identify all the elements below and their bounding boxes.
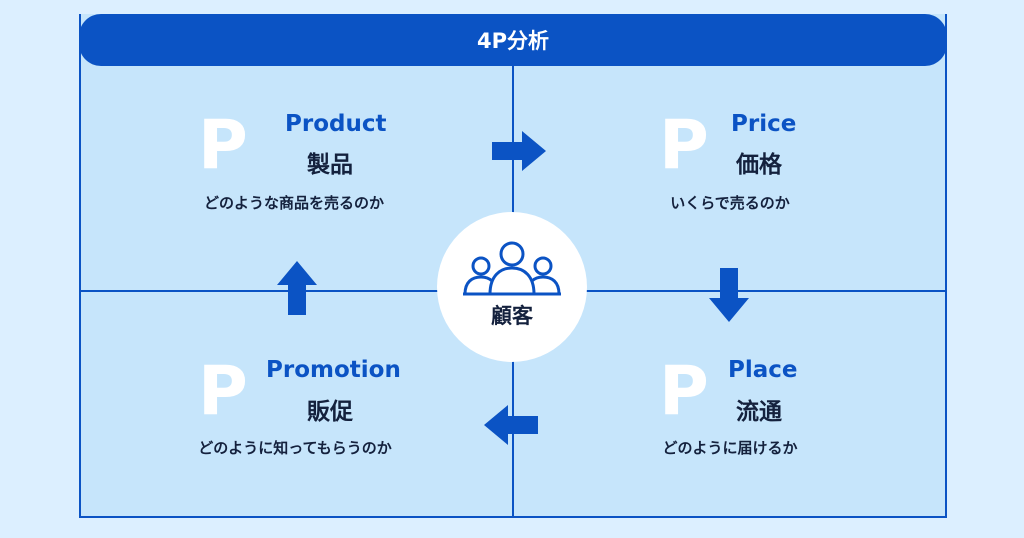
place-description: どのように届けるか (662, 439, 798, 457)
place-english-label: Place (728, 357, 798, 383)
promotion-english-label: Promotion (266, 357, 401, 383)
people-icon (463, 241, 561, 296)
place-japanese-label: 流通 (736, 399, 782, 425)
customer-circle (437, 212, 587, 362)
product-english-label: Product (285, 111, 387, 137)
arrow-left-icon (484, 405, 538, 445)
price-description: いくらで売るのか (670, 194, 790, 212)
promotion-letter: P (198, 352, 248, 431)
product-letter: P (198, 106, 248, 185)
product-japanese-label: 製品 (307, 152, 353, 178)
arrow-right-icon (492, 131, 546, 171)
promotion-japanese-label: 販促 (307, 399, 353, 425)
arrow-down-icon (709, 268, 749, 322)
promotion-description: どのように知ってもらうのか (198, 439, 392, 457)
price-english-label: Price (731, 111, 797, 137)
product-description: どのような商品を売るのか (203, 194, 384, 212)
arrow-up-icon (277, 261, 317, 315)
price-japanese-label: 価格 (736, 152, 782, 178)
place-letter: P (659, 352, 709, 431)
diagram-title: 4P分析 (79, 14, 947, 66)
price-letter: P (659, 106, 709, 185)
customer-label: 顧客 (491, 304, 533, 328)
